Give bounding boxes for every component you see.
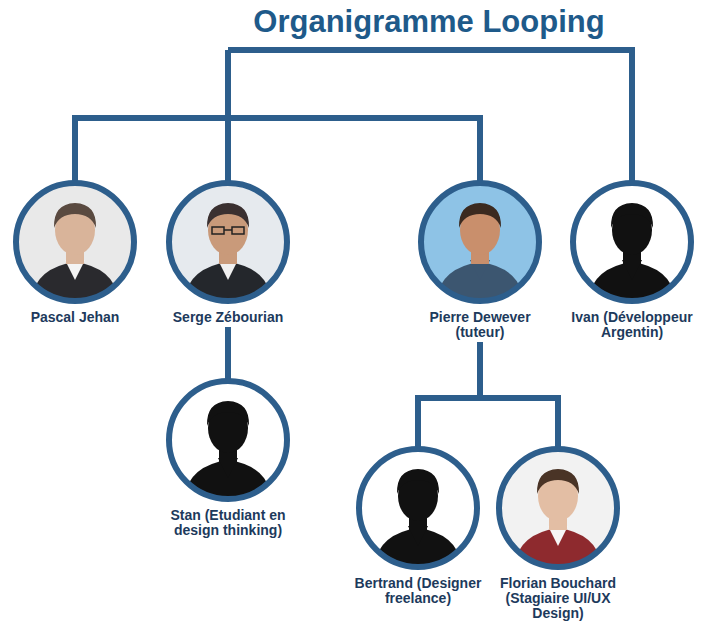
portrait bbox=[496, 446, 620, 570]
portrait-background bbox=[166, 180, 290, 304]
person-node: Stan (Etudiant en design thinking) bbox=[158, 378, 298, 538]
portrait-hair bbox=[54, 203, 96, 228]
portrait bbox=[356, 446, 480, 570]
portrait-border bbox=[169, 381, 287, 499]
portrait-border bbox=[573, 183, 691, 301]
portrait-circle bbox=[166, 180, 290, 304]
person-label: Pascal Jehan bbox=[5, 310, 145, 325]
person-label: Bertrand (Designer freelance) bbox=[350, 576, 486, 606]
portrait-background bbox=[13, 180, 137, 304]
portrait-background bbox=[166, 378, 290, 502]
portrait-circle bbox=[166, 378, 290, 502]
portrait-glasses bbox=[212, 227, 244, 234]
org-connector bbox=[225, 327, 231, 380]
portrait bbox=[166, 180, 290, 304]
portrait-background bbox=[418, 180, 542, 304]
portrait-hair bbox=[537, 469, 579, 494]
portrait-circle bbox=[418, 180, 542, 304]
portrait-circle bbox=[356, 446, 480, 570]
person-label: Ivan (Développeur Argentin) bbox=[566, 310, 698, 340]
portrait bbox=[166, 378, 290, 502]
portrait-border bbox=[359, 449, 477, 567]
portrait-border bbox=[169, 183, 287, 301]
org-connector-line bbox=[75, 50, 632, 182]
portrait-circle bbox=[570, 180, 694, 304]
portrait-hair bbox=[207, 203, 249, 228]
portrait bbox=[13, 180, 137, 304]
org-connector bbox=[418, 342, 480, 448]
person-node: Pierre Dewever (tuteur) bbox=[410, 180, 550, 340]
portrait bbox=[570, 180, 694, 304]
org-connector bbox=[480, 342, 558, 448]
portrait-hair bbox=[459, 203, 501, 228]
person-node: Bertrand (Designer freelance) bbox=[350, 446, 486, 606]
person-label: Pierre Dewever (tuteur) bbox=[410, 310, 550, 340]
person-node: Pascal Jehan bbox=[5, 180, 145, 325]
portrait-circle bbox=[13, 180, 137, 304]
portrait-hair bbox=[611, 203, 653, 228]
portrait-background bbox=[356, 446, 480, 570]
portrait bbox=[418, 180, 542, 304]
portrait-hair bbox=[207, 401, 249, 426]
person-label: Serge Zébourian bbox=[158, 310, 298, 325]
portrait-background bbox=[570, 180, 694, 304]
portrait-border bbox=[499, 449, 617, 567]
chart-title: Organigramme Looping bbox=[214, 2, 644, 42]
person-label: Stan (Etudiant en design thinking) bbox=[158, 508, 298, 538]
person-node: Ivan (Développeur Argentin) bbox=[566, 180, 698, 340]
person-node: Serge Zébourian bbox=[158, 180, 298, 325]
portrait-background bbox=[496, 446, 620, 570]
portrait-circle bbox=[496, 446, 620, 570]
portrait-hair bbox=[397, 469, 439, 494]
person-node: Florian Bouchard (Stagiaire UI/UX Design… bbox=[490, 446, 626, 621]
portrait-border bbox=[421, 183, 539, 301]
person-label: Florian Bouchard (Stagiaire UI/UX Design… bbox=[490, 576, 626, 621]
portrait-border bbox=[16, 183, 134, 301]
